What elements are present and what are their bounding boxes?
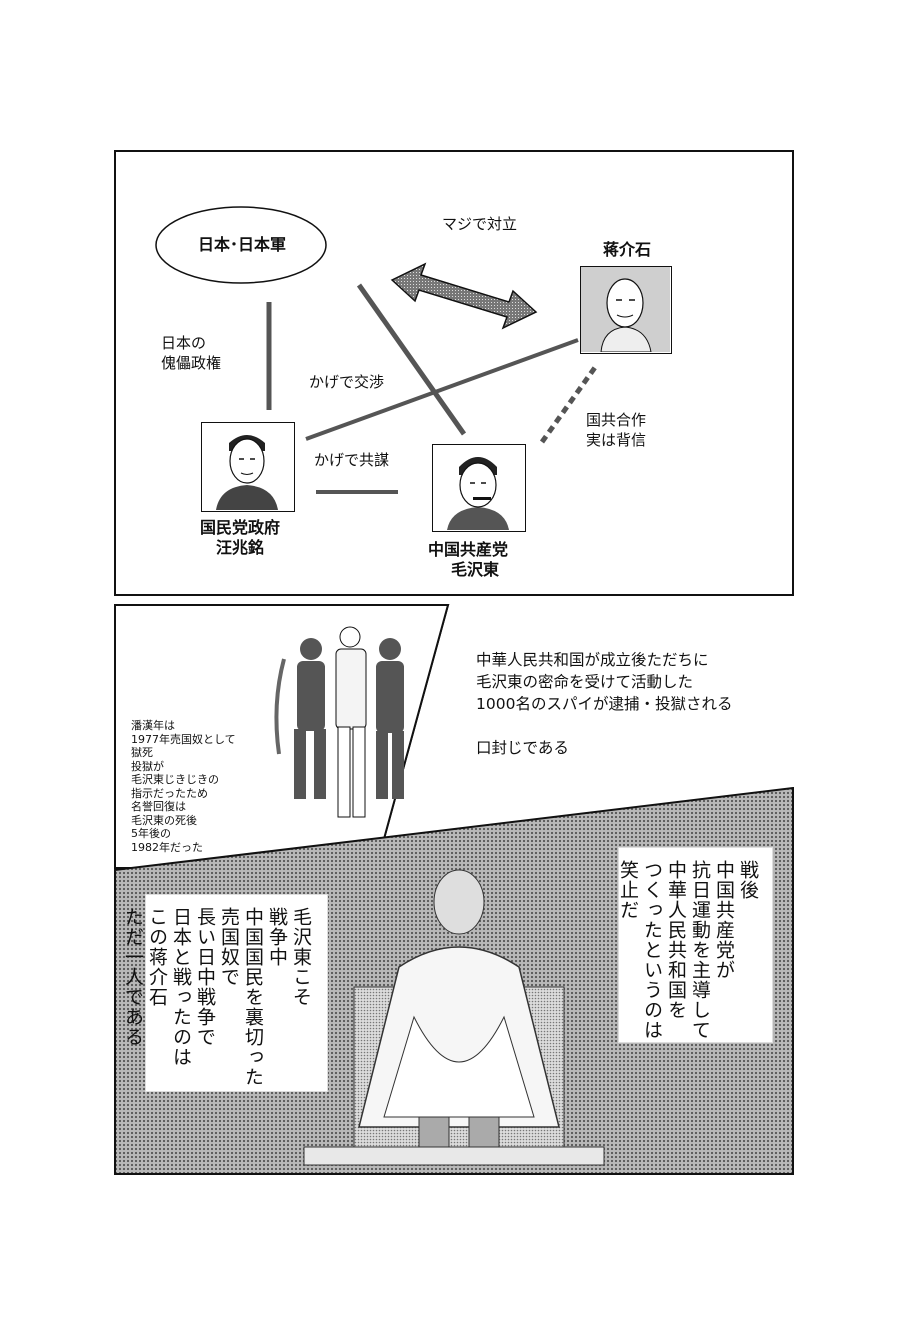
panel2-caption2: 口封じである <box>476 739 569 757</box>
japan-label: 日本･日本軍 <box>198 235 287 254</box>
double-arrow <box>390 262 538 330</box>
puppet-label-1: 日本の <box>161 334 207 352</box>
mao-face-icon <box>447 457 509 530</box>
betrayal-label-1: 国共合作 <box>586 411 647 429</box>
chiang-name-top: 蒋介石 <box>603 240 652 259</box>
mao-name-1: 中国共産党 <box>428 540 509 559</box>
chiang-portrait <box>580 266 672 354</box>
betrayal-label-2: 実は背信 <box>586 431 647 449</box>
statue-illustration <box>303 869 605 1166</box>
arrest-panel-frame <box>114 604 450 869</box>
arrest-illustration <box>274 626 404 818</box>
japan-ellipse <box>155 206 327 284</box>
mao-portrait <box>432 444 526 532</box>
arrest-panel: 潘漢年は 1977年売国奴として 獄死 投獄が 毛沢東じきじきの 指示だったため… <box>114 604 794 869</box>
mao-name-2: 毛沢東 <box>451 560 500 579</box>
left-narration-box: 毛沢東こそ 戦争中 中国国民を裏切った 売国奴で 長い日中戦争で 日本と戦ったの… <box>122 894 328 1092</box>
wang-name-1: 国民党政府 <box>200 518 281 537</box>
statue-panel: 毛沢東こそ 戦争中 中国国民を裏切った 売国奴で 長い日中戦争で 日本と戦ったの… <box>114 787 794 1175</box>
right-narration-text: 戦後 中国共産党が 抗日運動を主導して 中華人民共和国を つくったというのは 笑… <box>617 860 759 1040</box>
wang-name-2: 汪兆銘 <box>216 538 265 557</box>
side-note: 潘漢年は 1977年売国奴として 獄死 投獄が 毛沢東じきじきの 指示だったため… <box>131 719 236 854</box>
betrayal-dashed-line <box>539 364 599 444</box>
negotiation-label: かげで交渉 <box>309 373 385 391</box>
puppet-label-2: 傀儡政権 <box>161 354 222 372</box>
relation-top-label: マジで対立 <box>442 215 518 233</box>
chiang-face-icon <box>581 267 670 353</box>
diagram-panel: 日本･日本軍 マジで対立 蒋介石 日本の 傀儡政権 かげで交渉 かげで共謀 国共… <box>114 150 794 596</box>
wang-portrait <box>201 422 295 512</box>
panel2-caption: 中華人民共和国が成立後ただちに 毛沢東の密命を受けて活動した 1000名のスパイ… <box>476 651 733 713</box>
negotiation-line <box>356 283 467 436</box>
diagram-lines <box>155 206 599 494</box>
conspiracy-label: かげで共謀 <box>314 451 390 469</box>
wang-chiang-line <box>305 338 579 441</box>
wang-face-icon <box>216 435 278 510</box>
left-narration-text: 毛沢東こそ 戦争中 中国国民を裏切った 売国奴で 長い日中戦争で 日本と戦ったの… <box>122 907 312 1087</box>
right-narration-box: 戦後 中国共産党が 抗日運動を主導して 中華人民共和国を つくったというのは 笑… <box>617 847 773 1043</box>
